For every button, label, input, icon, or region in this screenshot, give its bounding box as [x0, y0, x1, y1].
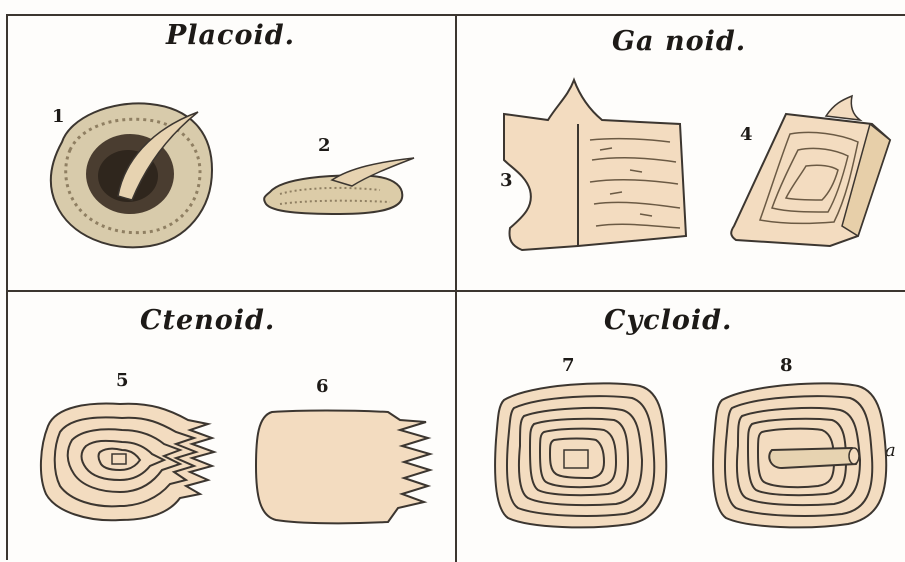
cycloid-scale-with-spine [713, 383, 886, 527]
ctenoid-scale-rings [41, 404, 214, 521]
cycloid-scale [495, 383, 666, 527]
ganoid-scale-front [504, 80, 686, 250]
ctenoid-scale-plain [256, 411, 430, 524]
placoid-scale-side-view [264, 158, 414, 214]
placoid-scale-top-view [51, 103, 212, 247]
ganoid-scale-oblique [731, 96, 890, 246]
